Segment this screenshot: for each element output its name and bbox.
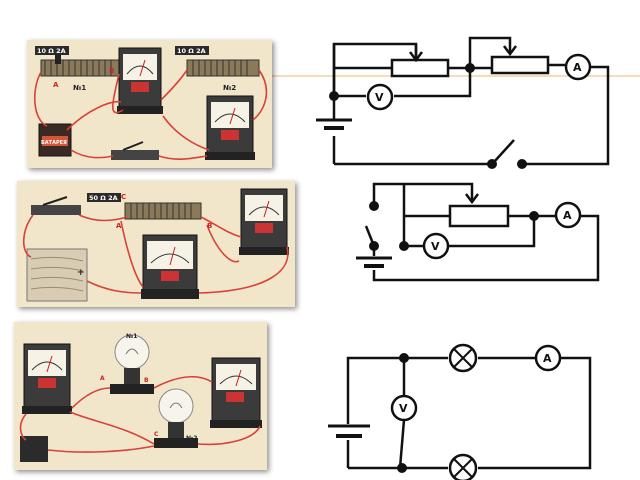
lamp-2-label: №2	[186, 435, 197, 442]
terminal-c-label: C	[154, 431, 159, 438]
terminal-b-label: B	[144, 377, 149, 384]
terminal-c-label: C	[121, 193, 126, 201]
circuit-photo-1-drawing: 10 Ω 2A 10 Ω 2A A B №1 №2 БАТАРЕЯ	[33, 46, 268, 160]
rheostat-1-label: 10 Ω 2A	[37, 47, 66, 55]
rheostat-2-label: 10 Ω 2A	[177, 47, 206, 55]
circuit-photo-2-drawing: 50 Ω 2A C A B +	[22, 188, 289, 302]
terminal-a-label: A	[100, 375, 105, 382]
circuit-photo-1: 10 Ω 2A 10 Ω 2A A B №1 №2 БАТАРЕЯ	[27, 40, 272, 168]
terminal-b-label: B	[109, 67, 114, 75]
terminal-a-label: A	[116, 222, 122, 230]
meter-1-caption: №1	[73, 84, 86, 92]
terminal-b-label: B	[207, 222, 212, 230]
battery-label: БАТАРЕЯ	[41, 140, 67, 146]
circuit-photo-3-drawing: №1 №2 A B C	[19, 333, 262, 462]
meter-2-caption: №2	[223, 84, 236, 92]
plus-sign: +	[77, 268, 85, 278]
circuit-photo-3: №1 №2 A B C	[14, 322, 267, 470]
circuit-photo-2: 50 Ω 2A C A B +	[17, 181, 295, 307]
rheostat-label: 50 Ω 2A	[89, 194, 118, 202]
lamp-1-label: №1	[126, 333, 137, 340]
terminal-a-label: A	[53, 81, 59, 89]
